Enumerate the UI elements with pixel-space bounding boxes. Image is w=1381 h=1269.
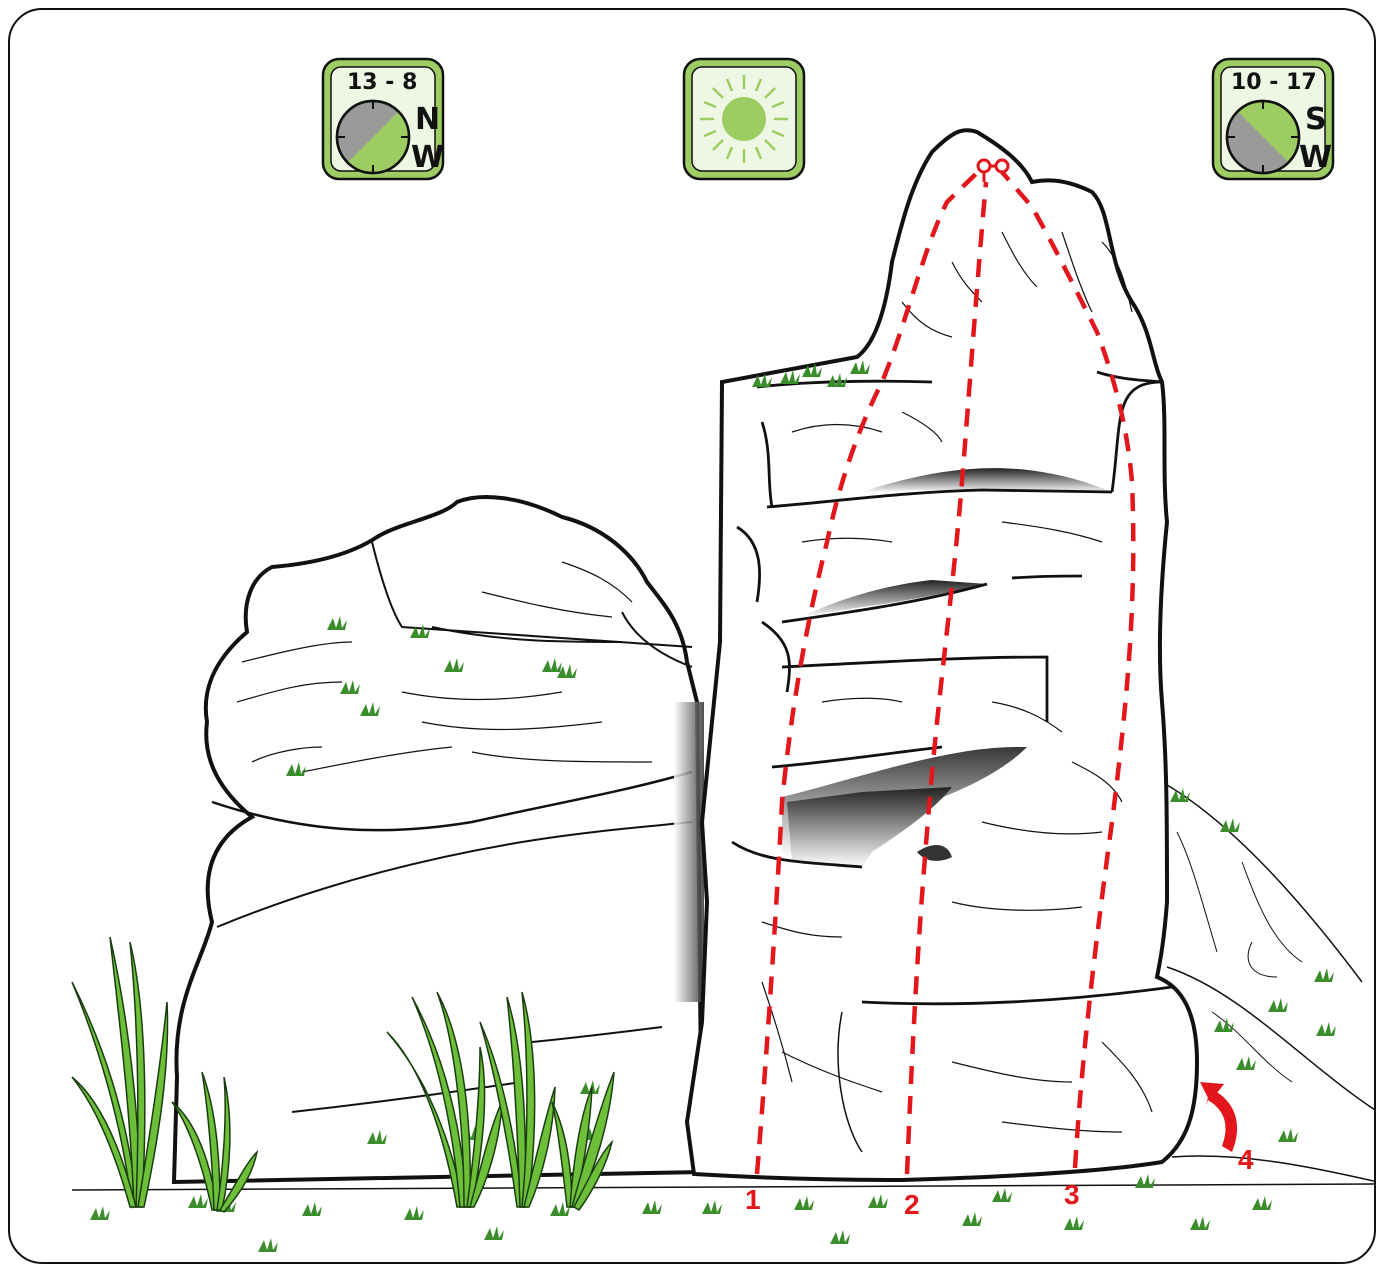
direction-letter-s: S xyxy=(1305,102,1327,137)
right-slope xyxy=(1162,782,1362,982)
direction-letter-n: N xyxy=(415,102,440,137)
route-number-1: 1 xyxy=(745,1184,761,1215)
direction-letter-w: W xyxy=(1299,140,1332,175)
orientation-badge-nw: 13 - 8 N W xyxy=(321,57,445,181)
sun-hours-label: 10 - 17 xyxy=(1231,70,1317,95)
compass-icon xyxy=(1227,101,1299,173)
main-tower xyxy=(687,130,1197,1180)
direction-letter-w: W xyxy=(411,140,444,175)
orientation-badge-sw: 10 - 17 S W xyxy=(1211,57,1335,181)
sun-icon xyxy=(700,75,788,163)
route-number-4: 4 xyxy=(1238,1144,1254,1175)
right-slope-2 xyxy=(1167,967,1376,1112)
ground-line xyxy=(72,1184,1376,1190)
sun-hours-label: 13 - 8 xyxy=(347,70,417,95)
sun-exposure-badge xyxy=(682,57,806,181)
compass-icon xyxy=(337,101,409,173)
route-number-2: 2 xyxy=(904,1189,920,1220)
right-slope-3 xyxy=(1172,1156,1376,1182)
left-boulder xyxy=(174,497,702,1182)
crag-topo-drawing: 1 2 3 4 xyxy=(10,10,1376,1264)
route-number-3: 3 xyxy=(1064,1179,1080,1210)
topo-frame: 1 2 3 4 xyxy=(8,8,1376,1264)
crevice-shadow xyxy=(674,702,704,1002)
